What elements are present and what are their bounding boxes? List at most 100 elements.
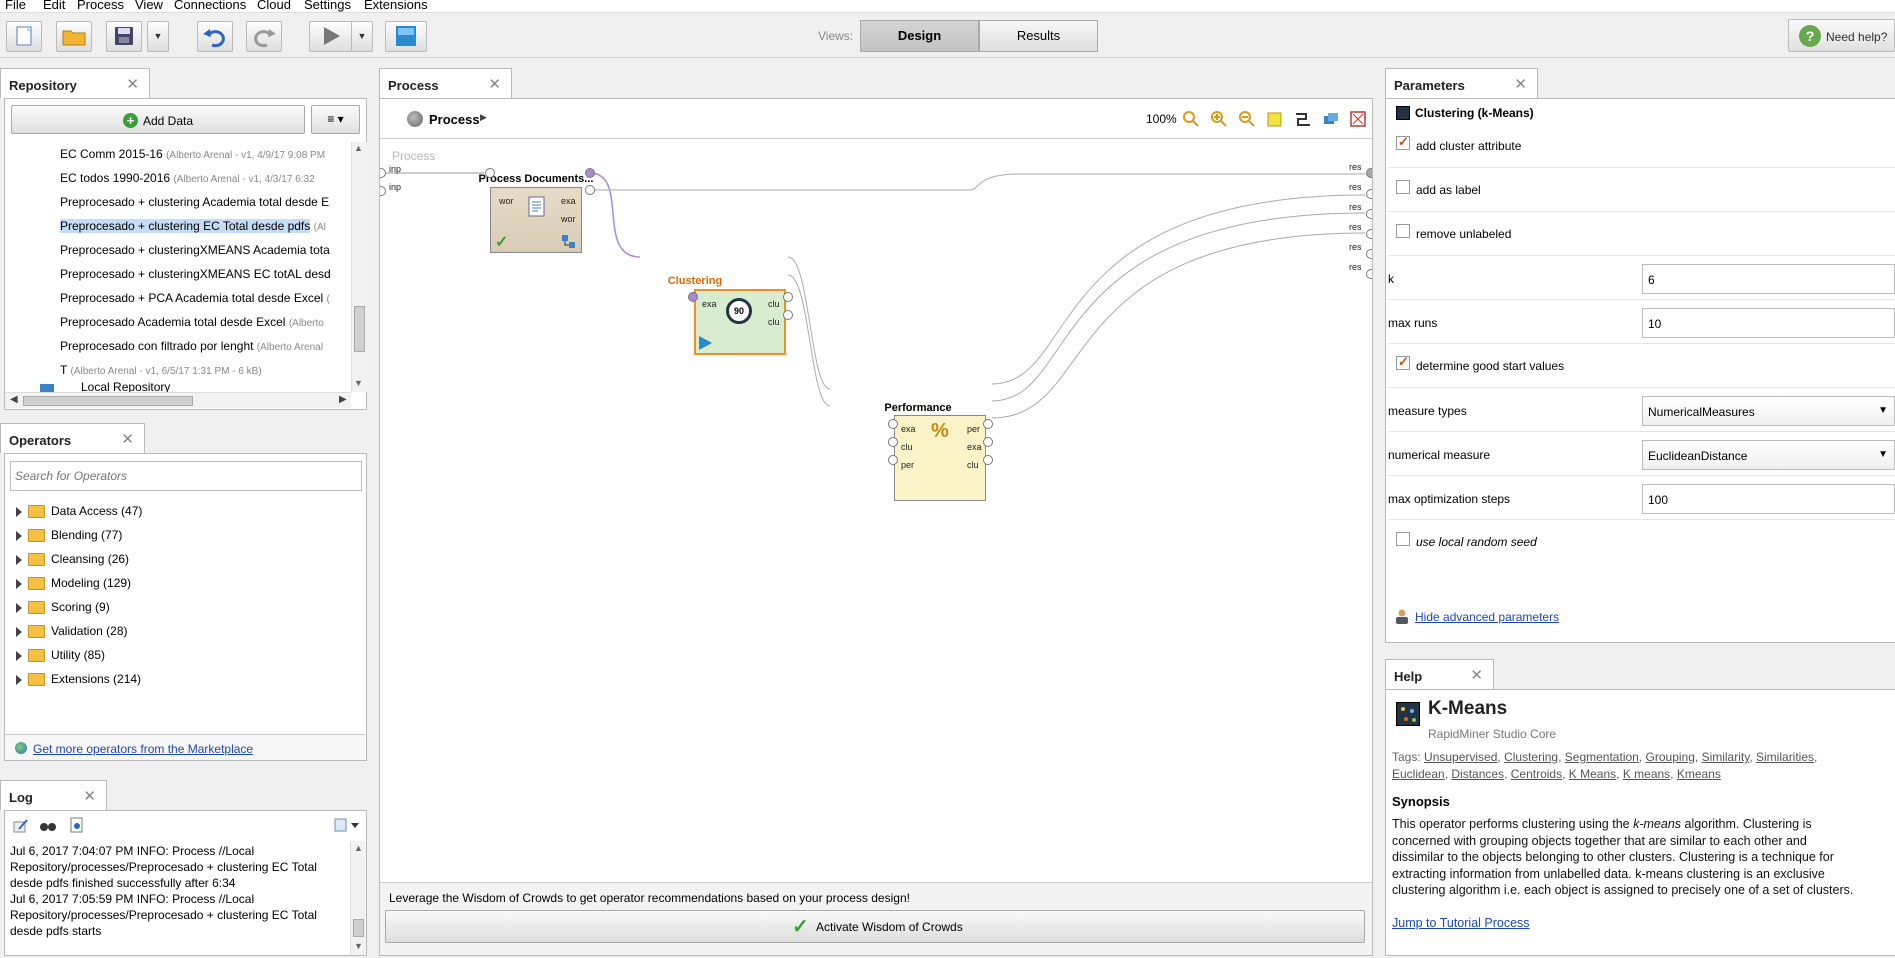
add-note-icon[interactable]: [1266, 110, 1284, 131]
operator-group-utility[interactable]: Utility (85): [16, 643, 105, 667]
activate-wisdom-button[interactable]: ✓ Activate Wisdom of Crowds: [385, 910, 1365, 943]
save-dropdown-button[interactable]: ▼: [147, 21, 169, 52]
add-as-label-checkbox[interactable]: [1396, 180, 1410, 194]
repo-item[interactable]: Preprocesado + clusteringXMEANS Academia…: [60, 238, 351, 262]
operator-group-data-access[interactable]: Data Access (47): [16, 499, 142, 523]
operator-input-port[interactable]: [888, 419, 898, 429]
tag-link[interactable]: Similarities: [1756, 750, 1815, 764]
close-icon[interactable]: ✕: [1514, 76, 1527, 93]
process-input-port[interactable]: [380, 168, 386, 178]
operator-output-port[interactable]: [983, 455, 993, 465]
operator-process-documents[interactable]: wor exa wor ✓: [490, 187, 582, 253]
tag-link[interactable]: Unsupervised: [1424, 750, 1498, 764]
repo-item[interactable]: Preprocesado + clusteringXMEANS EC totAL…: [60, 262, 351, 286]
tag-link[interactable]: Clustering: [1504, 750, 1559, 764]
close-icon[interactable]: ✕: [126, 76, 139, 93]
operator-output-port[interactable]: [585, 168, 595, 178]
repository-hscrollbar[interactable]: ◀ ▶: [5, 392, 351, 408]
tag-link[interactable]: K means: [1622, 767, 1671, 781]
menu-view[interactable]: View: [135, 0, 163, 12]
repo-item[interactable]: Preprocesado Academia total desde Excel …: [60, 310, 351, 334]
hide-advanced-parameters-link[interactable]: Hide advanced parameters: [1415, 610, 1560, 624]
tab-operators[interactable]: Operators✕: [0, 423, 145, 453]
tag-link[interactable]: K Means: [1568, 767, 1617, 781]
operator-output-port[interactable]: [983, 419, 993, 429]
scroll-up-icon[interactable]: ▲: [354, 843, 363, 853]
clear-log-icon[interactable]: [13, 819, 29, 833]
operator-output-port[interactable]: [783, 310, 793, 320]
k-input[interactable]: 6: [1642, 264, 1895, 294]
arrange-operators-icon[interactable]: [1322, 110, 1340, 131]
process-result-port[interactable]: [1366, 249, 1372, 259]
scroll-down-icon[interactable]: ▼: [354, 941, 363, 951]
operator-output-port[interactable]: [585, 185, 595, 195]
fit-to-view-icon[interactable]: [1349, 110, 1367, 131]
close-icon[interactable]: ✕: [1470, 667, 1483, 684]
numerical-measure-select[interactable]: EuclideanDistance▼: [1642, 440, 1895, 470]
operator-group-modeling[interactable]: Modeling (129): [16, 571, 131, 595]
operator-performance[interactable]: exa clu per per exa clu %: [894, 415, 986, 501]
operator-input-port[interactable]: [485, 168, 495, 178]
scroll-thumb[interactable]: [354, 306, 365, 352]
process-result-port[interactable]: [1366, 229, 1372, 239]
measure-types-select[interactable]: NumericalMeasures▼: [1642, 396, 1895, 426]
operator-clustering[interactable]: exa clu clu 90: [694, 289, 786, 355]
repository-vscrollbar[interactable]: ▲ ▼: [351, 142, 367, 392]
redo-button[interactable]: [246, 21, 282, 52]
new-process-button[interactable]: [6, 21, 42, 52]
repo-item-partial[interactable]: Local Repository: [81, 380, 351, 392]
repo-item[interactable]: EC Comm 2015-16 (Alberto Arenal - v1, 4/…: [60, 142, 351, 166]
repo-item[interactable]: Preprocesado + clustering Academia total…: [60, 190, 351, 214]
operator-output-port[interactable]: [783, 292, 793, 302]
operator-search-input[interactable]: [10, 461, 362, 491]
operator-group-extensions[interactable]: Extensions (214): [16, 667, 141, 691]
tutorial-process-link[interactable]: Jump to Tutorial Process: [1392, 916, 1530, 930]
menu-file[interactable]: File: [5, 0, 26, 12]
marketplace-link[interactable]: Get more operators from the Marketplace: [33, 742, 254, 756]
tab-help[interactable]: Help✕: [1385, 659, 1494, 689]
repo-item-selected[interactable]: Preprocesado + clustering EC Total desde…: [60, 214, 351, 238]
run-process-button[interactable]: [309, 21, 353, 52]
breadcrumb[interactable]: Process: [429, 112, 480, 127]
menu-connections[interactable]: Connections: [174, 0, 247, 12]
menu-cloud[interactable]: Cloud: [257, 0, 291, 12]
log-vscrollbar[interactable]: ▲ ▼: [350, 841, 366, 955]
menu-settings[interactable]: Settings: [304, 0, 351, 12]
scroll-thumb[interactable]: [353, 919, 364, 937]
add-cluster-attribute-checkbox[interactable]: [1396, 134, 1410, 150]
tag-link[interactable]: Centroids: [1510, 767, 1563, 781]
process-result-port[interactable]: [1366, 189, 1372, 199]
layout-button[interactable]: [385, 21, 427, 52]
operator-group-blending[interactable]: Blending (77): [16, 523, 122, 547]
zoom-out-icon[interactable]: [1238, 110, 1256, 131]
determine-good-start-checkbox[interactable]: [1396, 354, 1410, 370]
results-view-button[interactable]: Results: [979, 20, 1098, 52]
need-help-button[interactable]: ? Need help?: [1788, 19, 1895, 52]
menu-edit[interactable]: Edit: [43, 0, 66, 12]
scroll-up-icon[interactable]: ▲: [354, 143, 363, 153]
undo-button[interactable]: [197, 21, 233, 52]
remove-unlabeled-checkbox[interactable]: [1396, 224, 1410, 238]
process-result-port[interactable]: [1366, 168, 1372, 178]
tag-link[interactable]: Similarity: [1701, 750, 1750, 764]
scroll-down-icon[interactable]: ▼: [354, 378, 363, 388]
repo-item[interactable]: T (Alberto Arenal - v1, 6/5/17 1:31 PM -…: [60, 358, 351, 382]
search-log-icon[interactable]: [39, 819, 57, 833]
operator-input-port[interactable]: [888, 455, 898, 465]
process-result-port[interactable]: [1366, 269, 1372, 279]
zoom-in-icon[interactable]: [1210, 110, 1228, 131]
save-log-icon[interactable]: [69, 817, 85, 833]
add-data-button[interactable]: + Add Data: [11, 105, 305, 134]
process-result-port[interactable]: [1366, 209, 1372, 219]
auto-wire-icon[interactable]: [1294, 110, 1312, 131]
run-dropdown-button[interactable]: ▼: [351, 21, 373, 52]
close-icon[interactable]: ✕: [83, 788, 96, 805]
scroll-right-icon[interactable]: ▶: [339, 394, 347, 405]
tab-log[interactable]: Log✕: [0, 780, 107, 810]
process-canvas[interactable]: Process inp inp res res res res res res …: [380, 139, 1372, 882]
scroll-left-icon[interactable]: ◀: [10, 394, 18, 405]
max-optimization-steps-input[interactable]: 100: [1642, 484, 1895, 514]
repo-item[interactable]: EC todos 1990-2016 (Alberto Arenal - v1,…: [60, 166, 351, 190]
tag-link[interactable]: Distances: [1451, 767, 1505, 781]
tag-link[interactable]: Euclidean: [1392, 767, 1445, 781]
